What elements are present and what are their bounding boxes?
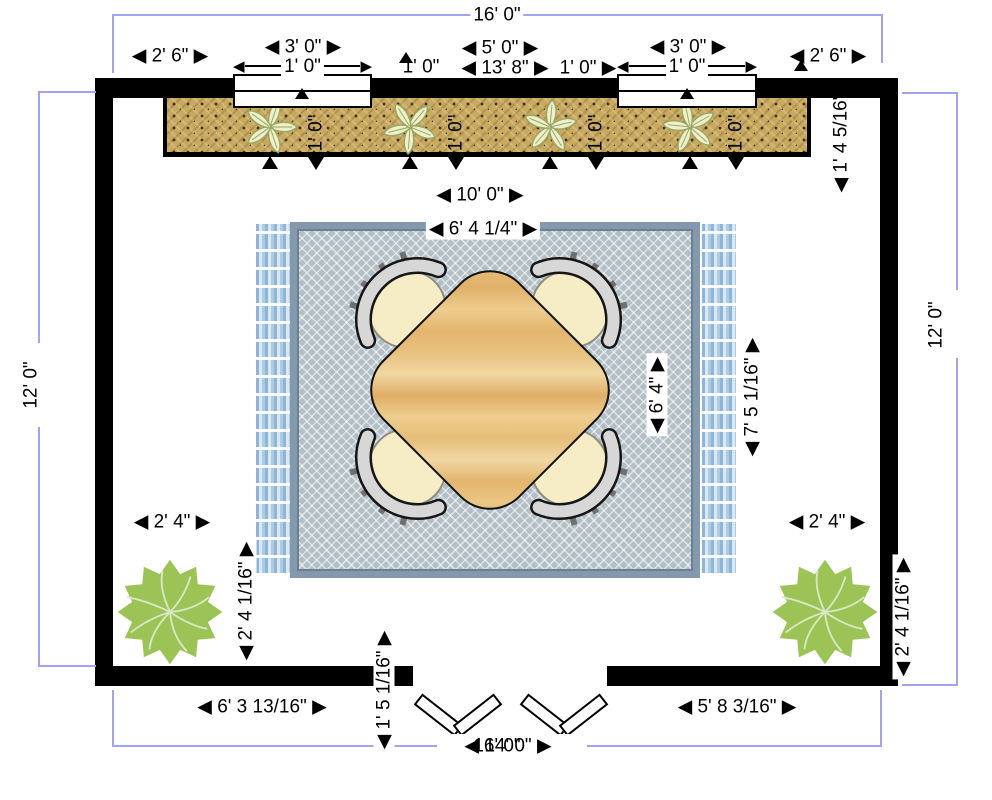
flower-icon[interactable]	[521, 98, 579, 156]
wall-top[interactable]	[95, 78, 898, 98]
dim-line-bottom-left-riser	[112, 690, 114, 747]
dim-line-bottom-right-riser	[880, 690, 882, 747]
flower-icon[interactable]	[381, 98, 439, 156]
dim-plant-left-offset: ◀ 2' 4 1/16" ▶	[235, 538, 257, 664]
arrow-right-icon: ▶	[360, 57, 373, 75]
dim-plant-left-width: ◀ 2' 4" ▶	[133, 511, 211, 533]
dim-line-window-left: ◀ 1' 0" ▶	[233, 56, 373, 76]
dim-bed-depth-2: 1' 0"	[445, 114, 467, 152]
dim-line-left-top-tick	[38, 91, 96, 93]
dim-top-total: 16' 0"	[470, 4, 524, 26]
rug-fringe-right	[702, 224, 736, 576]
dim-line-right-bottom-tick	[902, 684, 958, 686]
dim-window-right-depth: 1' 0"	[665, 56, 709, 76]
dim-bed-depth-1: 1' 0"	[305, 114, 327, 152]
dim-bottom-left-segment: ◀ 6' 3 13/16" ▶	[197, 696, 327, 718]
dim-rug-total-height: ◀ 7' 5 1/16" ▶	[741, 337, 763, 457]
dim-window-left-depth: 1' 0"	[281, 56, 324, 76]
arrow-down-icon	[308, 157, 324, 170]
arrow-down-icon	[728, 157, 744, 170]
dim-top-right-offset: ◀ 2' 6" ▶	[789, 45, 867, 67]
dim-rug-clearance-top: ◀ 10' 0" ▶	[436, 184, 524, 206]
arrow-up-icon	[542, 156, 558, 169]
dim-top-left-offset: ◀ 2' 6" ▶	[131, 45, 209, 67]
dim-room-height-right: 12' 0"	[925, 301, 947, 349]
dim-bed-gap-left: 1' 0"	[402, 56, 440, 78]
dim-line-top-left-riser	[112, 15, 114, 73]
dim-bottom-right-segment: ◀ 5' 8 3/16" ▶	[677, 696, 797, 718]
plant-right[interactable]	[769, 556, 881, 668]
arrow-right-icon: ▶	[745, 57, 758, 75]
dim-plant-right-offset: ◀ 2' 4 1/16" ▶	[892, 554, 914, 680]
dim-line-left	[38, 91, 40, 343]
door-panel	[558, 693, 609, 737]
wall-left[interactable]	[95, 78, 113, 686]
arrow-up-icon	[682, 156, 698, 169]
dim-bottom-total: 16' 0"	[473, 735, 521, 757]
wall-bottom-right-segment[interactable]	[607, 666, 898, 686]
dim-line-left	[38, 427, 40, 667]
door-leaf-right[interactable]	[519, 686, 609, 737]
dim-rug-width: ◀ 6' 4 1/4" ▶	[425, 218, 541, 240]
dim-bottom-inner: ◀ 14' 0" ▶	[464, 735, 552, 757]
dim-plant-right-width: ◀ 2' 4" ▶	[788, 511, 866, 533]
dim-door-offset: ◀ 1' 5 1/16" ▶	[373, 627, 395, 753]
dim-line-right	[956, 92, 958, 290]
dim-window-left-width: ◀ 3' 0" ▶	[264, 36, 342, 58]
dim-bed-depth-4: 1' 0"	[725, 114, 747, 152]
arrow-up-icon	[794, 60, 808, 71]
dim-bed-to-wall-right: ◀ 1' 4 5/16"	[830, 93, 852, 193]
arrow-left-icon: ◀	[617, 57, 629, 75]
arrow-down-icon	[588, 157, 604, 170]
dim-window-right-width: ◀ 3' 0" ▶	[649, 36, 727, 58]
door-panel	[452, 693, 503, 737]
door-leaf-left[interactable]	[413, 686, 503, 737]
dim-bed-gap-right: 1' 0" ▶	[559, 57, 617, 79]
dim-line-right-top-tick	[902, 92, 958, 94]
arrow-up-icon	[402, 156, 418, 169]
wall-bottom-left-segment[interactable]	[95, 666, 413, 686]
dim-line-left-bottom-tick	[38, 665, 96, 667]
dim-line-top-right-riser	[881, 15, 883, 63]
arrow-left-icon: ◀	[233, 57, 245, 75]
arrow-up-icon	[262, 156, 278, 169]
dim-rug-height: ◀ 6' 4" ▶	[646, 353, 668, 437]
dim-line-window-right: ◀ 1' 0" ▶	[617, 56, 758, 76]
plant-left[interactable]	[114, 556, 226, 668]
arrow-up-icon	[680, 88, 694, 99]
label-backing	[437, 734, 587, 759]
rug-fringe-left	[256, 224, 290, 576]
dim-bed-depth-3: 1' 0"	[585, 114, 607, 152]
arrow-down-icon	[448, 157, 464, 170]
dim-bed-width: ◀ 13' 8" ▶	[461, 57, 549, 79]
dim-room-height-left: 12' 0"	[20, 361, 42, 409]
arrow-up-icon	[295, 88, 309, 99]
arrow-up-icon	[399, 52, 413, 63]
dim-line-right	[956, 358, 958, 686]
dim-top-center-span: ◀ 5' 0" ▶	[461, 37, 539, 59]
wall-right[interactable]	[880, 78, 898, 686]
